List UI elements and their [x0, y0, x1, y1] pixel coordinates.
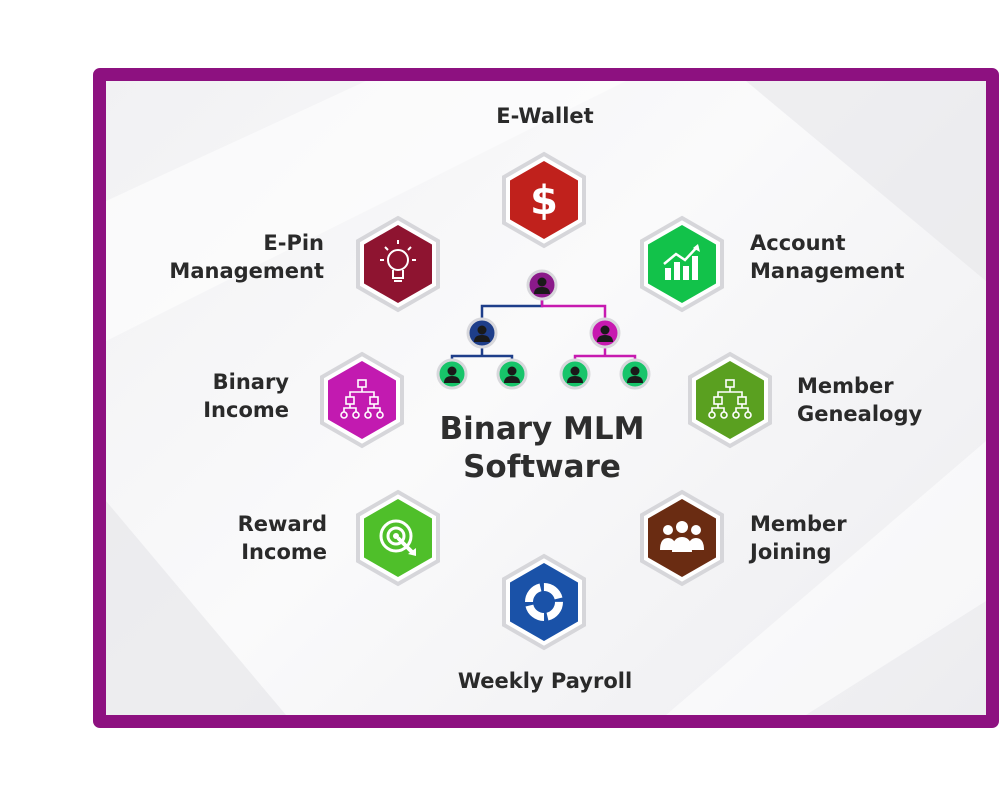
- background-pattern: [106, 81, 986, 715]
- account-management-label: Account Management: [750, 231, 905, 283]
- center-title-line2: Software: [463, 449, 621, 485]
- tree-node-right: [589, 317, 621, 349]
- reward-income-hexagon: [354, 488, 442, 588]
- tree-node-leaf-3: [559, 358, 591, 390]
- binary-tree-icon: [340, 379, 384, 419]
- member-genealogy-hexagon-shape: [688, 351, 772, 449]
- dollar-icon: $: [530, 178, 558, 224]
- member-joining-hexagon: [638, 488, 726, 588]
- e-pin-management-label: E-Pin Management: [169, 231, 324, 283]
- group-icon: [660, 521, 704, 552]
- e-wallet-hexagon-shape: [502, 151, 586, 249]
- tree-node-leaf-2: [496, 358, 528, 390]
- tree-node-root: [526, 269, 558, 301]
- member-joining-label: Member Joining: [750, 512, 847, 564]
- member-genealogy-label: Member Genealogy: [797, 374, 923, 426]
- e-wallet-label: E-Wallet: [496, 104, 594, 128]
- pie-chart-icon: [525, 583, 563, 621]
- weekly-payroll-hexagon-shape: [502, 553, 586, 651]
- account-management-hexagon: [638, 214, 726, 314]
- genealogy-tree-icon: [708, 379, 752, 419]
- tree-link-root-left: [480, 300, 544, 318]
- binary-tree-graphic: [436, 269, 651, 390]
- weekly-payroll-label: Weekly Payroll: [457, 669, 633, 693]
- account-management-hexagon-shape: [640, 215, 724, 313]
- target-icon: [379, 519, 416, 556]
- e-wallet-hexagon: $: [500, 150, 588, 250]
- weekly-payroll-hexagon: [500, 552, 588, 652]
- tree-node-leaf-4: [619, 358, 651, 390]
- binary-income-hexagon-shape: [320, 351, 404, 449]
- tree-node-leaf-1: [436, 358, 468, 390]
- e-pin-hexagon-shape: [356, 215, 440, 313]
- tree-link-root-right: [540, 300, 607, 318]
- growth-chart-icon: [663, 244, 700, 280]
- svg-text:$: $: [530, 178, 558, 224]
- e-pin-hexagon: [354, 214, 442, 314]
- lightbulb-icon: [380, 240, 416, 282]
- center-title: Binary MLM Software: [440, 410, 645, 486]
- member-genealogy-hexagon: [686, 350, 774, 450]
- reward-income-label: Reward Income: [237, 512, 327, 564]
- center-title-line1: Binary MLM: [439, 411, 645, 447]
- tree-node-left: [466, 317, 498, 349]
- binary-income-hexagon: [318, 350, 406, 450]
- binary-income-label: Binary Income: [203, 370, 289, 422]
